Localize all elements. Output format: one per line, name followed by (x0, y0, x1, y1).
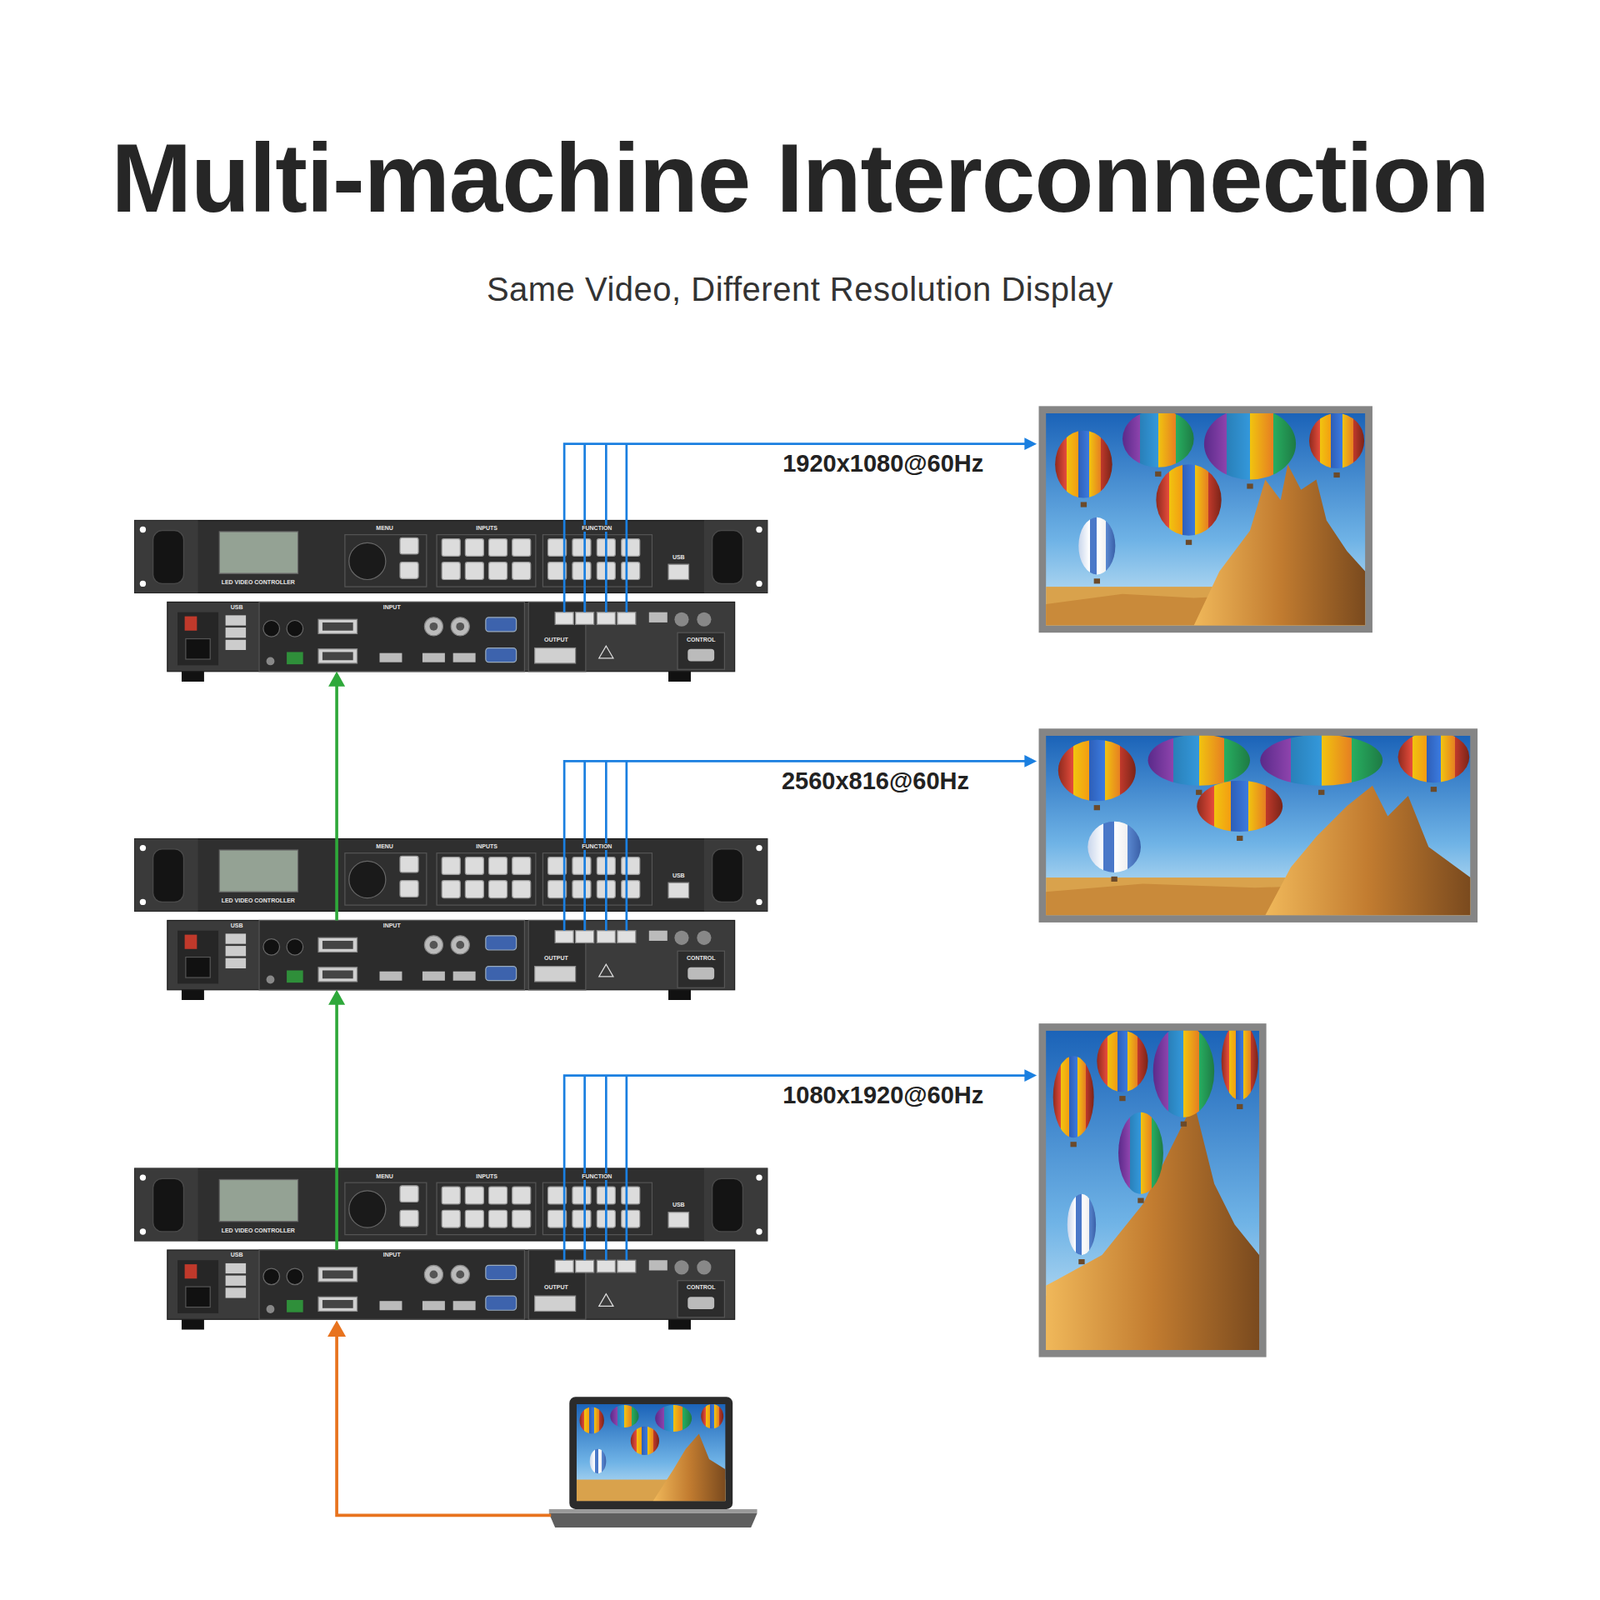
subtitle: Same Video, Different Resolution Display (486, 270, 1114, 309)
port-label: CONTROL (686, 636, 716, 644)
signal-connector (328, 990, 345, 1250)
port-label: OUTPUT (544, 636, 569, 644)
connector-line (335, 1003, 339, 1250)
panel-label: LED VIDEO CONTROLLER (221, 1227, 295, 1235)
port-label: OUTPUT (544, 1284, 569, 1291)
panel-label: USB (672, 554, 685, 561)
port-label: OUTPUT (544, 955, 569, 962)
port-label: INPUT (383, 604, 401, 611)
connector-line (335, 685, 339, 921)
panel-label: LED VIDEO CONTROLLER (221, 579, 295, 586)
panel-label: FUNCTION (580, 525, 614, 532)
title-text: Multi-machine Interconnection (0, 130, 1600, 227)
panel-label: MENU (375, 843, 394, 850)
panel-label: LED VIDEO CONTROLLER (221, 897, 295, 905)
rear-panel: USB INPUT OUTPUT CONTROL (167, 920, 735, 990)
arrow-head (328, 990, 345, 1005)
panel-label: INPUTS (475, 843, 498, 850)
port-label: USB (230, 1251, 244, 1259)
panel-label: INPUTS (475, 1173, 498, 1180)
signal-connector (328, 671, 345, 921)
panel-label: USB (672, 872, 685, 880)
resolution-label: 2560x816@60Hz (781, 767, 970, 795)
panel-label: FUNCTION (580, 843, 614, 850)
rear-panel: USB INPUT OUTPUT CONTROL (167, 601, 735, 671)
panel-label: MENU (375, 1173, 394, 1180)
resolution-label: 1080x1920@60Hz (782, 1081, 984, 1110)
panel-label: INPUTS (475, 525, 498, 532)
arrow-head (328, 671, 345, 687)
port-label: INPUT (383, 1251, 401, 1259)
port-label: CONTROL (686, 1284, 716, 1291)
port-label: INPUT (383, 922, 401, 930)
panel-label: FUNCTION (580, 1173, 614, 1180)
port-label: CONTROL (686, 955, 716, 962)
resolution-label: 1920x1080@60Hz (782, 450, 984, 478)
port-label: USB (230, 922, 244, 930)
rear-panel: USB INPUT OUTPUT CONTROL (167, 1250, 735, 1320)
panel-label: USB (672, 1201, 685, 1209)
port-label: USB (230, 604, 244, 611)
panel-label: MENU (375, 525, 394, 532)
